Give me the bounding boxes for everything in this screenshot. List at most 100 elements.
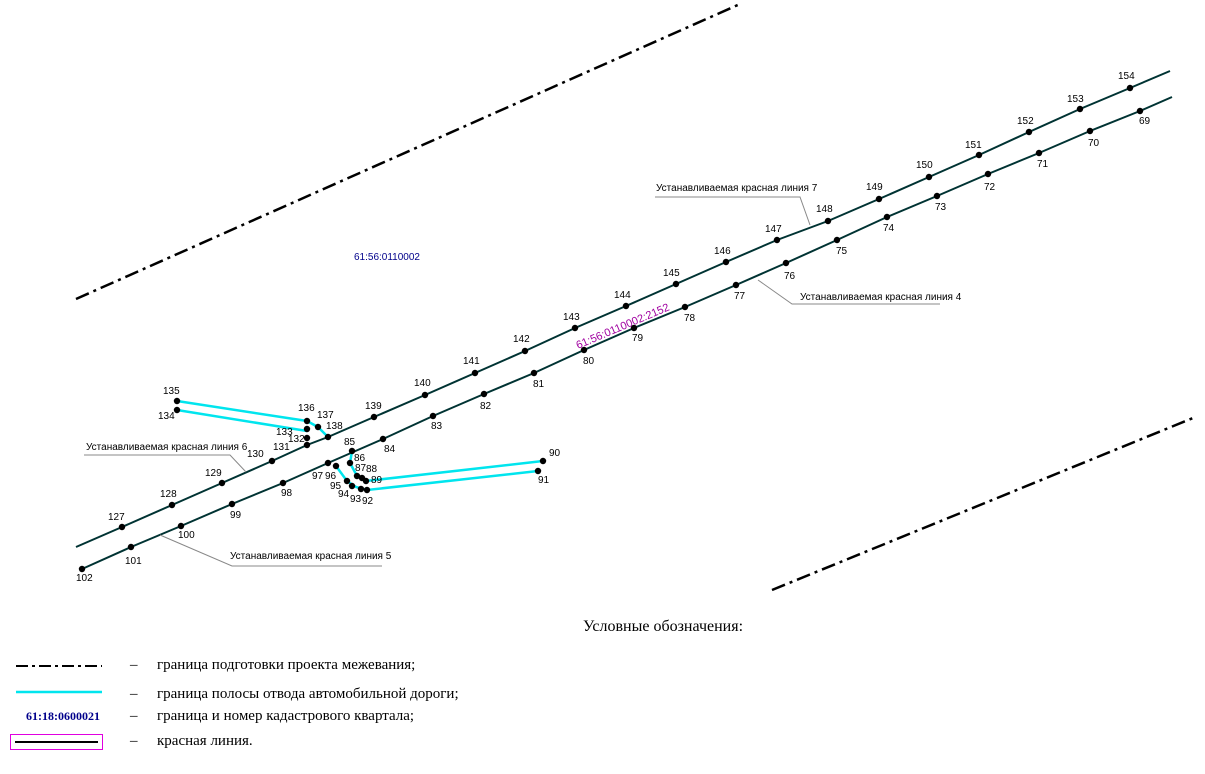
survey-point-83: [429, 412, 437, 420]
survey-point-149: [875, 195, 883, 203]
survey-point-130: [268, 457, 276, 465]
survey-point-70: [1086, 127, 1094, 135]
survey-point-98: [279, 479, 287, 487]
survey-point-71: [1035, 149, 1043, 157]
survey-point-82: [480, 390, 488, 398]
legend-title: Условные обозначения:: [583, 618, 744, 635]
survey-point-78: [681, 303, 689, 311]
survey-point-label-80: 80: [583, 356, 595, 367]
survey-point-label-74: 74: [883, 223, 895, 234]
legend-text-survey-boundary: граница подготовки проекта межевания;: [157, 657, 416, 673]
legend-dash: –: [130, 708, 138, 724]
survey-point-91: [534, 467, 542, 475]
survey-point-label-100: 100: [178, 530, 195, 541]
survey-point-label-82: 82: [480, 401, 492, 412]
survey-point-146: [722, 258, 730, 266]
survey-point-label-79: 79: [632, 333, 644, 344]
survey-point-label-149: 149: [866, 182, 883, 193]
survey-point-label-133: 133: [276, 427, 293, 438]
survey-point-label-138: 138: [326, 421, 343, 432]
survey-point-102: [78, 565, 86, 573]
survey-point-81: [530, 369, 538, 377]
road-strip-east-2: [334, 465, 539, 492]
survey-point-147: [773, 236, 781, 244]
survey-boundary-bottom: [771, 416, 1194, 592]
survey-point-152: [1025, 128, 1033, 136]
legend-row-red-line: – красная линия.: [0, 732, 1205, 756]
survey-point-150: [925, 173, 933, 181]
red-line-upper: [75, 70, 1171, 548]
survey-point-label-130: 130: [247, 449, 264, 460]
leader-line-4: [757, 279, 940, 305]
survey-point-100: [177, 522, 185, 530]
survey-point-144: [622, 302, 630, 310]
red-line-6-label: Устанавливаемая красная линия 6: [86, 442, 248, 453]
survey-point-label-129: 129: [205, 468, 222, 479]
survey-point-label-134: 134: [158, 411, 175, 422]
survey-point-142: [521, 347, 529, 355]
survey-point-label-93: 93: [350, 494, 362, 505]
survey-point-73: [933, 192, 941, 200]
red-line-7-label: Устанавливаемая красная линия 7: [656, 183, 818, 194]
survey-point-148: [824, 217, 832, 225]
legend-text-road-strip: граница полосы отвода автомобильной доро…: [157, 686, 459, 702]
cadastral-parcel-label: 61:56:0110002:2152: [574, 302, 671, 352]
survey-point-label-137: 137: [317, 410, 334, 421]
survey-point-label-145: 145: [663, 268, 680, 279]
survey-point-label-102: 102: [76, 573, 93, 584]
survey-point-label-101: 101: [125, 556, 142, 567]
survey-point-label-76: 76: [784, 271, 796, 282]
survey-point-label-139: 139: [365, 401, 382, 412]
survey-point-label-147: 147: [765, 224, 782, 235]
leader-line-5: [159, 534, 382, 567]
survey-point-label-87: 87: [355, 463, 367, 474]
survey-point-127: [118, 523, 126, 531]
survey-point-86: [346, 459, 354, 467]
survey-point-84: [379, 435, 387, 443]
survey-point-label-141: 141: [463, 356, 480, 367]
survey-point-label-146: 146: [714, 246, 731, 257]
survey-point-140: [421, 391, 429, 399]
survey-point-93: [357, 485, 365, 493]
survey-point-137: [314, 423, 322, 431]
survey-point-label-77: 77: [734, 291, 746, 302]
legend-text-red-line: красная линия.: [157, 733, 253, 749]
survey-point-129: [218, 479, 226, 487]
leader-line-6: [84, 454, 247, 473]
survey-point-label-128: 128: [160, 489, 177, 500]
survey-point-label-89: 89: [371, 475, 383, 486]
survey-point-label-73: 73: [935, 202, 947, 213]
road-strip-west-2: [176, 408, 308, 433]
legend-dash: –: [130, 733, 138, 749]
survey-point-label-70: 70: [1088, 138, 1100, 149]
survey-point-label-135: 135: [163, 386, 180, 397]
survey-point-label-90: 90: [549, 448, 561, 459]
survey-point-label-69: 69: [1139, 116, 1151, 127]
survey-point-145: [672, 280, 680, 288]
survey-point-151: [975, 151, 983, 159]
survey-point-132: [303, 434, 311, 442]
survey-point-label-150: 150: [916, 160, 933, 171]
survey-point-label-148: 148: [816, 204, 833, 215]
red-line-4-label: Устанавливаемая красная линия 4: [800, 292, 962, 303]
red-line-5-label: Устанавливаемая красная линия 5: [230, 551, 392, 562]
survey-point-label-91: 91: [538, 475, 550, 486]
survey-point-69: [1136, 107, 1144, 115]
legend-row-cadastral-quarter: 61:18:0600021 – граница и номер кадастро…: [0, 707, 1205, 731]
survey-boundary-sample: [16, 665, 102, 667]
survey-point-label-96: 96: [325, 471, 337, 482]
survey-point-label-83: 83: [431, 421, 443, 432]
survey-point-101: [127, 543, 135, 551]
survey-point-label-131: 131: [273, 442, 290, 453]
road-strip-sample: [16, 690, 102, 694]
survey-point-label-151: 151: [965, 140, 982, 151]
survey-point-95: [343, 477, 351, 485]
survey-point-79: [630, 324, 638, 332]
red-line-lower: [81, 96, 1173, 570]
survey-point-label-97: 97: [312, 471, 324, 482]
survey-point-76: [782, 259, 790, 267]
survey-point-85: [348, 447, 356, 455]
survey-point-label-72: 72: [984, 182, 996, 193]
survey-point-label-88: 88: [366, 464, 378, 475]
